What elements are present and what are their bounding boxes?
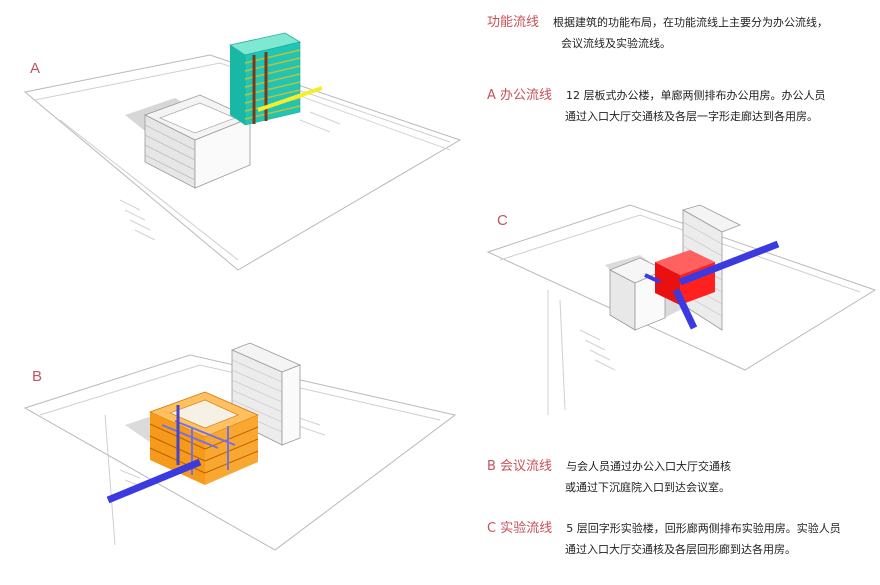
flow-b-block: B 会议流线与会人员通过办公入口大厅交通核 或通过下沉庭院入口到达会议室。 bbox=[487, 456, 731, 498]
flow-b-line1: 与会人员通过办公入口大厅交通核 bbox=[566, 460, 732, 473]
panel-b-lab-block bbox=[148, 391, 260, 485]
flow-a-line1: 12 层板式办公楼，单廊两侧排布办公用房。办公人员 bbox=[566, 89, 826, 102]
panel-c-label: C bbox=[497, 212, 508, 229]
intro-block: 功能流线根据建筑的功能布局，在功能流线上主要分为办公流线， 会议流线及实验流线。 bbox=[487, 12, 828, 54]
panel-a-site-boundary bbox=[23, 54, 462, 271]
intro-line1: 根据建筑的功能布局，在功能流线上主要分为办公流线， bbox=[553, 16, 829, 29]
panel-b-label: B bbox=[32, 368, 43, 385]
flow-c-line1: 5 层回字形实验楼，回形廊两侧排布实验用房。实验人员 bbox=[566, 522, 841, 535]
flow-c-block: C 实验流线 5 层回字形实验楼，回形廊两侧排布实验用房。实验人员 通过入口大厅交… bbox=[487, 518, 841, 560]
panel-a-office-flow-line bbox=[257, 86, 323, 112]
flow-a-line2: 通过入口大厅交通核及各层一字形走廊达到各用房。 bbox=[565, 110, 818, 123]
panel-b-site-boundary bbox=[23, 354, 457, 551]
flow-b-line2: 或通过下沉庭院入口到达会议室。 bbox=[565, 481, 730, 494]
intro-heading: 功能流线 bbox=[487, 15, 540, 30]
panel-c-flow-line-main bbox=[678, 240, 780, 286]
flow-a-heading: A 办公流线 bbox=[487, 88, 553, 103]
panel-a-label: A bbox=[30, 60, 41, 77]
panel-b-diagram bbox=[23, 342, 457, 551]
panel-a-office-tower bbox=[228, 32, 323, 126]
flow-c-line2: 通过入口大厅交通核及各层回形廊到达各用房。 bbox=[565, 543, 796, 556]
flow-c-heading: C 实验流线 bbox=[487, 521, 553, 536]
intro-line2: 会议流线及实验流线。 bbox=[561, 37, 671, 50]
panel-c-site-boundary bbox=[486, 204, 877, 371]
panel-a-parking bbox=[119, 111, 341, 241]
panel-c-diagram bbox=[486, 204, 877, 415]
flow-b-heading: B 会议流线 bbox=[487, 459, 553, 474]
panel-c-flow-line-branch bbox=[672, 288, 698, 330]
panel-b-flow-line bbox=[106, 458, 202, 504]
panel-a-diagram bbox=[23, 32, 462, 271]
flow-a-block: A 办公流线 12 层板式办公楼，单廊两侧排布办公用房。办公人员 通过入口大厅交通… bbox=[487, 85, 826, 127]
